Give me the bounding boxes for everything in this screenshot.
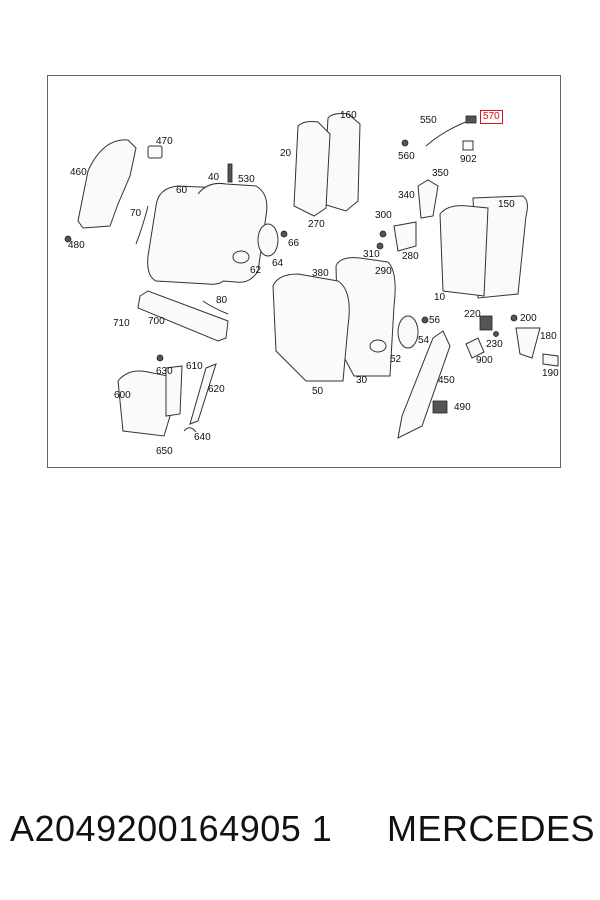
lower-cushion-30 (335, 257, 396, 377)
connector-570 (465, 115, 477, 124)
screw-480 (64, 235, 72, 243)
ring-62 (232, 250, 250, 264)
bracket-340 (417, 179, 439, 219)
plug-902 (462, 140, 474, 151)
callout-560: 560 (398, 151, 415, 162)
seat-frame-10 (439, 205, 489, 297)
bracket-610 (165, 365, 183, 417)
callout-700: 700 (148, 316, 165, 327)
callout-630: 630 (156, 366, 173, 377)
callout-150: 150 (498, 199, 515, 210)
clip-640 (183, 427, 197, 433)
callout-380: 380 (312, 268, 329, 279)
product-footer: A2049200164905 1 MERCEDES (10, 808, 595, 858)
mechanism-280 (393, 221, 417, 252)
callout-710: 710 (113, 318, 130, 329)
part-number: A2049200164905 1 (10, 808, 333, 849)
callout-550: 550 (420, 115, 437, 126)
callout-160: 160 (340, 110, 357, 121)
callout-310: 310 (363, 249, 380, 260)
bracket-180 (515, 327, 541, 359)
callout-60: 60 (176, 185, 188, 196)
screw-630 (156, 354, 164, 362)
callout-70: 70 (130, 208, 142, 219)
callout-40: 40 (208, 172, 220, 183)
callout-200: 200 (520, 313, 537, 324)
callout-64: 64 (272, 258, 284, 269)
callout-470: 470 (156, 136, 173, 147)
brand-name: MERCEDES (387, 808, 596, 849)
callout-180: 180 (540, 331, 557, 342)
callout-54: 54 (418, 335, 430, 346)
disc-54 (397, 315, 419, 349)
frame-20 (293, 121, 331, 217)
screw-310 (376, 242, 384, 250)
callout-460: 460 (70, 167, 87, 178)
diagram-drawing (64, 113, 559, 439)
callout-450: 450 (438, 375, 455, 386)
cable-550 (425, 120, 469, 147)
callout-230: 230 (486, 339, 503, 350)
rail-620 (189, 363, 217, 425)
disc-64 (257, 223, 279, 257)
screw-530 (227, 163, 233, 183)
callout-80: 80 (216, 295, 228, 306)
callout-220: 220 (464, 309, 481, 320)
callout-610: 610 (186, 361, 203, 372)
callout-900: 900 (476, 355, 493, 366)
back-panel-160 (322, 113, 361, 212)
button-56 (421, 316, 429, 324)
callout-190: 190 (542, 368, 559, 379)
callout-290: 290 (375, 266, 392, 277)
screw-560 (401, 139, 409, 147)
trim-450 (397, 330, 451, 439)
clip-470 (147, 145, 163, 159)
screw-200 (510, 314, 518, 322)
callout-490: 490 (454, 402, 471, 413)
callout-20: 20 (280, 148, 292, 159)
callout-620: 620 (208, 384, 225, 395)
button-66 (280, 230, 288, 238)
switch-490 (432, 400, 448, 414)
callout-640: 640 (194, 432, 211, 443)
callout-902: 902 (460, 154, 477, 165)
callout-62: 62 (250, 265, 262, 276)
knob-190 (542, 353, 559, 367)
ring-52 (369, 339, 387, 353)
pocket-600 (117, 370, 172, 437)
callout-52: 52 (390, 354, 402, 365)
wire-70 (135, 205, 149, 245)
callout-270: 270 (308, 219, 325, 230)
callout-56: 56 (429, 315, 441, 326)
lower-cushion-50 (272, 273, 350, 382)
callout-280: 280 (402, 251, 419, 262)
callout-480: 480 (68, 240, 85, 251)
callout-300: 300 (375, 210, 392, 221)
exploded-parts-diagram: 460 470 480 70 40 530 60 62 64 66 160 20… (47, 75, 561, 468)
callout-350: 350 (432, 168, 449, 179)
callout-600: 600 (114, 390, 131, 401)
armrest-bar-700 (137, 290, 229, 342)
callout-66: 66 (288, 238, 300, 249)
side-panel-460 (77, 139, 137, 229)
callout-650: 650 (156, 446, 173, 457)
lock-220 (479, 315, 493, 331)
backrest-cushion-40 (197, 183, 268, 283)
callout-50: 50 (312, 386, 324, 397)
screw-300 (379, 230, 387, 238)
callout-530: 530 (238, 174, 255, 185)
callout-10: 10 (434, 292, 446, 303)
wire-80 (202, 300, 229, 315)
callout-30: 30 (356, 375, 368, 386)
callout-570: 570 (480, 110, 503, 124)
lever-900 (465, 337, 485, 359)
screw-230 (493, 331, 499, 337)
callout-340: 340 (398, 190, 415, 201)
